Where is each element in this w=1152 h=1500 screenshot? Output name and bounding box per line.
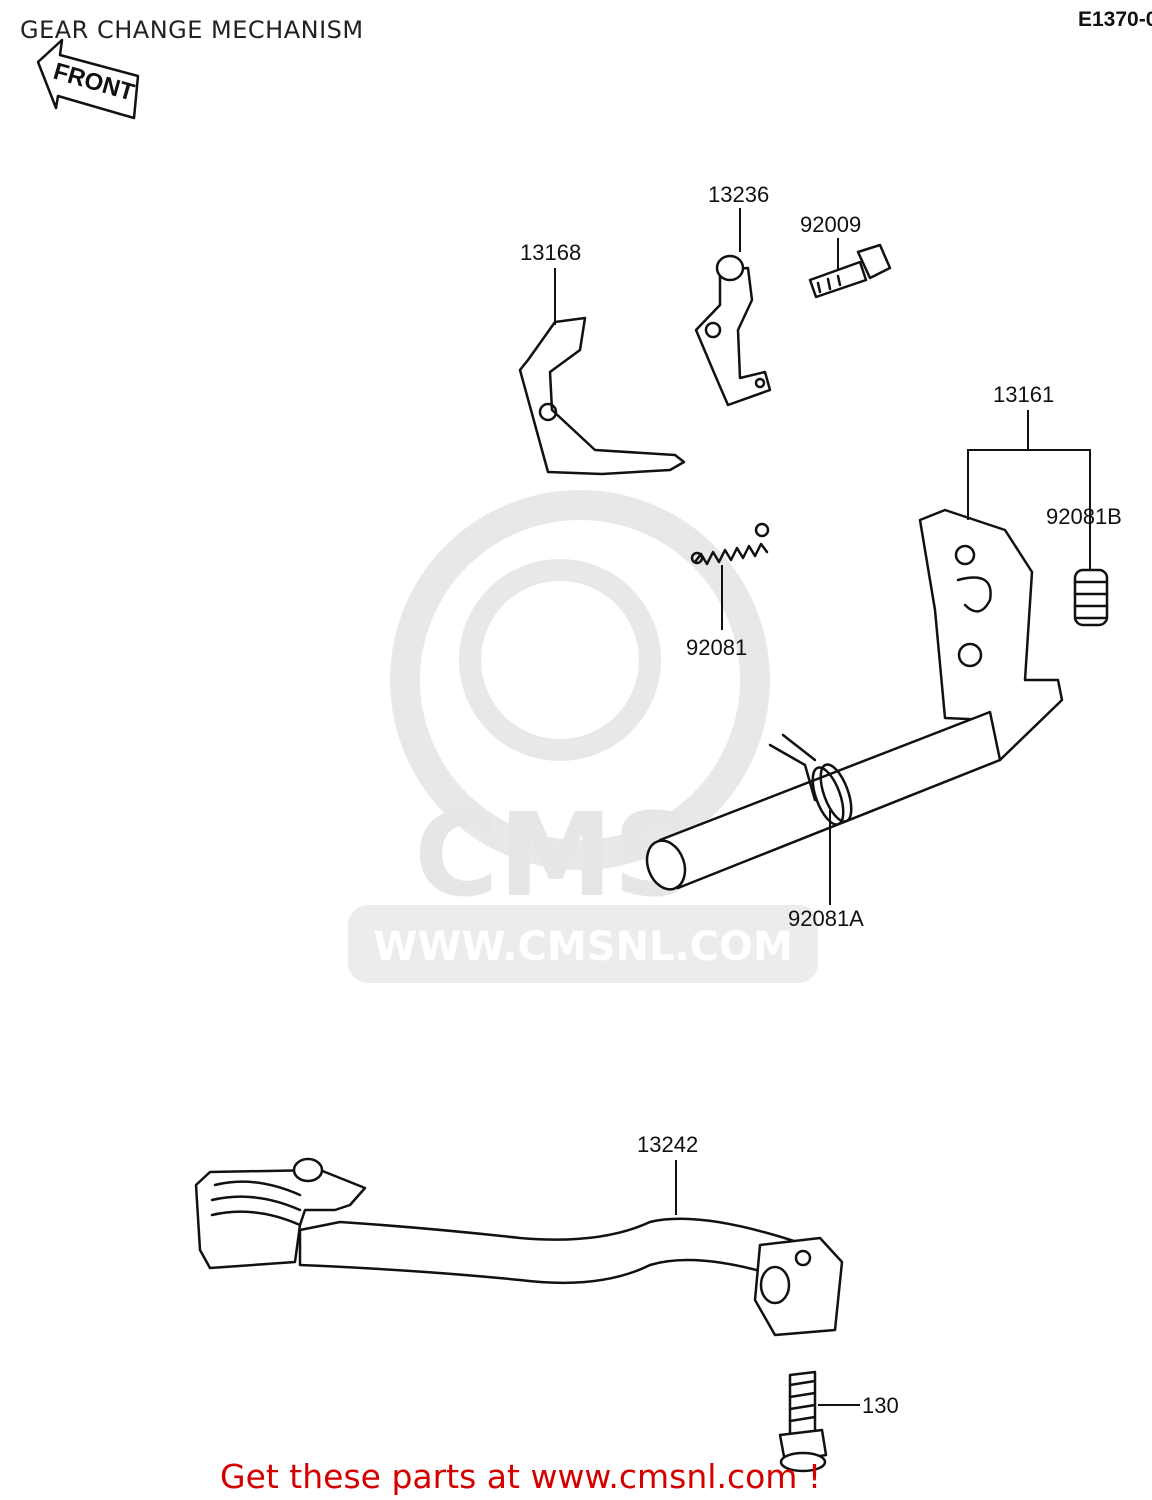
part-label-92081: 92081 xyxy=(686,635,747,660)
diagram-code: E1370-0 xyxy=(1078,8,1152,31)
part-label-92081a: 92081A xyxy=(788,906,864,931)
front-arrow: FRONT xyxy=(36,38,140,120)
part-92009-drawing xyxy=(808,243,892,299)
part-92081-drawing xyxy=(690,522,770,566)
part-13161-drawing xyxy=(645,508,1064,891)
part-130-drawing xyxy=(778,1370,828,1473)
watermark-url: WWW.CMSNL.COM xyxy=(373,924,793,970)
part-label-13168: 13168 xyxy=(520,240,581,265)
part-92081b-drawing xyxy=(1073,568,1109,627)
watermark: CMS WWW.CMSNL.COM xyxy=(348,490,818,983)
part-13242-drawing xyxy=(194,1157,844,1337)
watermark-logo-badge xyxy=(390,490,770,870)
part-label-92081b: 92081B xyxy=(1046,504,1122,529)
watermark-url-band xyxy=(348,905,818,983)
footer-link[interactable]: Get these parts at www.cmsnl.com ! xyxy=(220,1457,821,1496)
part-label-13236: 13236 xyxy=(708,182,769,207)
part-label-130: 130 xyxy=(862,1393,899,1418)
diagram-title: GEAR CHANGE MECHANISM xyxy=(20,16,364,44)
part-label-92009: 92009 xyxy=(800,212,861,237)
part-13236-drawing xyxy=(694,254,772,407)
part-label-13242: 13242 xyxy=(637,1132,698,1157)
part-13168-drawing xyxy=(518,316,686,476)
bracket-13161 xyxy=(967,410,1091,570)
part-label-13161: 13161 xyxy=(993,382,1054,407)
watermark-logo-face xyxy=(459,559,661,761)
